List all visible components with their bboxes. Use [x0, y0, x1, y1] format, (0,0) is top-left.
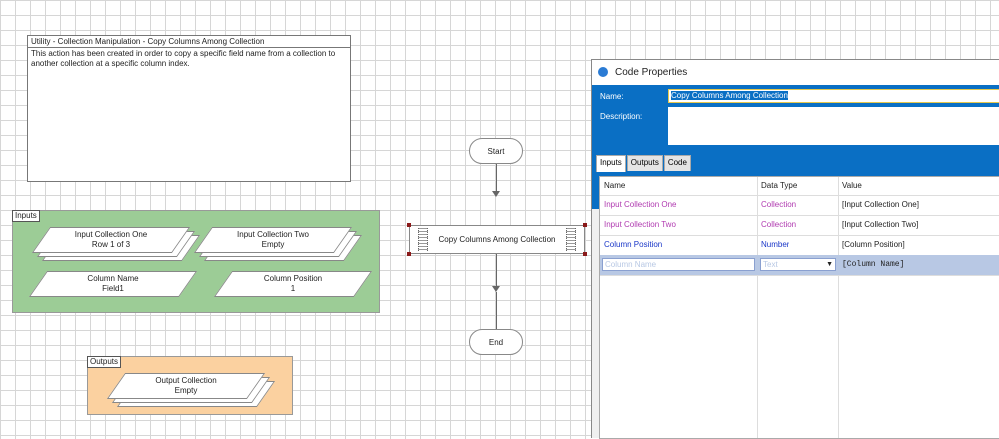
input-collection-two[interactable]: Input Collection Two Empty — [193, 227, 363, 261]
row-value: [Column Name] — [842, 260, 905, 269]
inputs-block[interactable]: Inputs Input Collection One Row 1 of 3 I… — [12, 210, 380, 313]
app-icon — [598, 67, 608, 77]
resize-handle-top-right[interactable] — [583, 223, 587, 227]
column-position-value: 1 — [290, 284, 296, 293]
output-collection-name: Output Collection — [155, 376, 217, 385]
name-field-value: Copy Columns Among Collection — [671, 91, 788, 100]
link-code-to-end — [496, 254, 497, 286]
code-properties-dialog[interactable]: Code Properties Name: Copy Columns Among… — [591, 59, 999, 439]
dialog-title: Code Properties — [615, 67, 688, 78]
inputs-table: Name Data Type Value Input Collection On… — [599, 176, 999, 439]
start-stage[interactable]: Start — [469, 138, 523, 164]
inputs-block-tag: Inputs — [12, 210, 40, 222]
name-field[interactable]: Copy Columns Among Collection — [668, 89, 999, 103]
process-description-note[interactable]: Utility - Collection Manipulation - Copy… — [27, 35, 351, 182]
input-collection-one[interactable]: Input Collection One Row 1 of 3 — [31, 227, 201, 261]
col-header-name: Name — [604, 181, 626, 190]
column-position-data-item[interactable]: Column Position 1 — [213, 271, 373, 297]
row-value: [Column Position] — [842, 240, 905, 249]
arrow-down-icon — [492, 286, 500, 292]
resize-handle-bottom-left[interactable] — [407, 252, 411, 256]
output-collection[interactable]: Output Collection Empty — [106, 373, 276, 407]
resize-handle-bottom-right[interactable] — [583, 252, 587, 256]
row-type: Collection — [761, 200, 797, 209]
row-name: Input Collection Two — [604, 220, 676, 229]
table-row-selected[interactable]: Column Name Text ▼ [Column Name] — [600, 255, 999, 276]
tab-inputs[interactable]: Inputs — [596, 155, 626, 172]
outputs-block[interactable]: Outputs Output Collection Empty — [87, 356, 293, 415]
data-type-select[interactable]: Text ▼ — [760, 258, 836, 271]
output-collection-value: Empty — [174, 386, 198, 395]
end-stage[interactable]: End — [469, 329, 523, 355]
code-stage-right-bar — [566, 228, 576, 251]
note-body: This action has been created in order to… — [31, 49, 336, 68]
note-title: Utility - Collection Manipulation - Copy… — [28, 36, 350, 48]
dropdown-arrow-icon[interactable]: ▼ — [826, 261, 833, 268]
col-header-value: Value — [842, 181, 862, 190]
column-name-label: Column Name — [87, 274, 139, 283]
row-name: Input Collection One — [604, 200, 677, 209]
property-tabs: Inputs Outputs Code — [596, 155, 692, 172]
row-value: [Input Collection One] — [842, 200, 919, 209]
tab-code[interactable]: Code — [663, 155, 691, 171]
table-row[interactable]: Column Position Number [Column Position] — [600, 235, 999, 256]
table-row[interactable]: Input Collection Two Collection [Input C… — [600, 215, 999, 236]
link-start-to-code — [496, 164, 497, 191]
input-collection-one-name: Input Collection One — [74, 230, 148, 239]
code-stage[interactable]: Copy Columns Among Collection — [407, 223, 587, 256]
link-to-end — [496, 292, 497, 329]
description-label: Description: — [600, 112, 643, 121]
tab-outputs[interactable]: Outputs — [626, 155, 663, 171]
column-name-data-item[interactable]: Column Name Field1 — [28, 271, 198, 297]
resize-handle-top-left[interactable] — [407, 223, 411, 227]
row-type: Collection — [761, 220, 797, 229]
table-header: Name Data Type Value — [600, 177, 999, 196]
row-type: Number — [761, 240, 790, 249]
code-stage-left-bar — [418, 228, 428, 251]
arrow-down-icon — [492, 191, 500, 197]
table-row[interactable]: Input Collection One Collection [Input C… — [600, 195, 999, 216]
code-stage-label: Copy Columns Among Collection — [438, 235, 556, 244]
dialog-title-bar[interactable]: Code Properties — [592, 60, 999, 85]
data-type-select-value: Text — [763, 260, 778, 269]
row-name: Column Position — [604, 240, 663, 249]
column-position-label: Column Position — [263, 274, 323, 283]
column-name-value: Field1 — [102, 284, 124, 293]
input-collection-one-value: Row 1 of 3 — [91, 240, 131, 249]
input-collection-two-name: Input Collection Two — [237, 230, 309, 239]
outputs-block-tag: Outputs — [87, 356, 122, 368]
row-name-input[interactable]: Column Name — [602, 258, 755, 271]
input-collection-two-value: Empty — [261, 240, 285, 249]
col-header-data-type: Data Type — [761, 181, 798, 190]
description-field[interactable] — [668, 107, 999, 145]
name-label: Name: — [600, 92, 624, 101]
row-value: [Input Collection Two] — [842, 220, 919, 229]
